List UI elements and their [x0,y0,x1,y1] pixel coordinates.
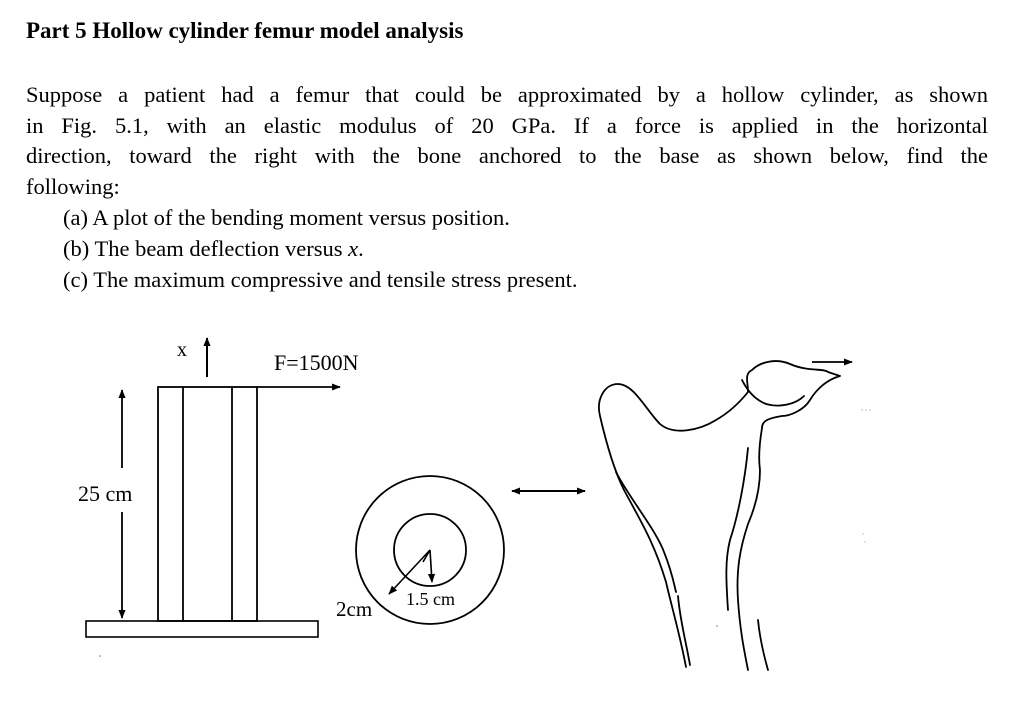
inner-radius-label: 1.5 cm [406,589,455,609]
task-variable: x [348,236,359,261]
inner-circle [393,513,467,587]
force-label: F=1500N [274,350,359,375]
paragraph-line: following: [26,173,120,199]
page-title: Part 5 Hollow cylinder femur model analy… [26,18,464,43]
task-list: (a) A plot of the bending moment versus … [63,202,577,295]
task-marker: (b) [63,236,90,261]
length-label: 25 cm [78,481,132,506]
problem-paragraph: Suppose a patient had a femur that could… [26,80,988,202]
femur-sketch [598,360,841,671]
outer-circle [355,475,505,625]
task-text: The beam deflection versus [94,236,349,261]
task-marker: (c) [63,267,88,292]
faint-marks [716,409,871,627]
task-item-b: (b) The beam deflection versus x. [63,233,577,264]
x-axis-label: x [177,339,187,361]
task-text: A plot of the bending moment versus posi… [92,205,510,230]
cross-section [355,475,505,625]
task-item-c: (c) The maximum compressive and tensile … [63,264,577,295]
outer-radius-label: 2cm [336,597,372,621]
paragraph-line: Suppose a patient had a femur that could… [26,82,988,107]
task-text-end: . [358,236,364,261]
radius-arrows [388,549,436,595]
paragraph-line: in Fig. 5.1, with an elastic modulus of … [26,112,988,138]
task-text: The maximum compressive and tensile stre… [93,267,578,292]
hollow-cylinder-side-view [157,386,258,622]
speck [99,655,101,657]
paragraph-line: direction, toward the right with the bon… [26,143,988,168]
base-plate [85,620,319,638]
task-marker: (a) [63,205,88,230]
task-item-a: (a) A plot of the bending moment versus … [63,202,577,233]
figure-5-1: x F=1500N 25 cm 2cm [0,320,1024,706]
